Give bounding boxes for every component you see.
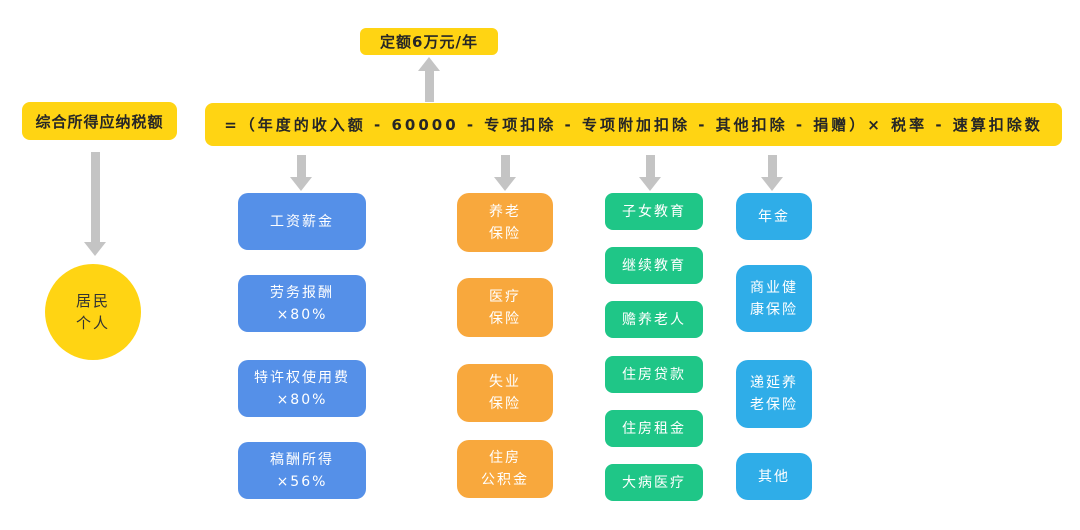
box-elderly-support: 赡养老人 bbox=[605, 301, 703, 338]
box-labor-remuneration: 劳务报酬 ×80% bbox=[238, 275, 366, 332]
box-wages-salary: 工资薪金 bbox=[238, 193, 366, 250]
quota-box: 定额6万元/年 bbox=[360, 28, 498, 55]
box-housing-loan: 住房贷款 bbox=[605, 356, 703, 393]
arrow-head bbox=[418, 57, 440, 71]
arrow-head bbox=[761, 177, 783, 191]
box-pension-insurance: 养老 保险 bbox=[457, 193, 553, 252]
arrow-down-icon bbox=[84, 152, 106, 256]
arrow-down-icon bbox=[494, 155, 516, 191]
arrow-up-icon bbox=[418, 57, 440, 102]
box-medical-insurance: 医疗 保险 bbox=[457, 278, 553, 337]
arrow-stem bbox=[645, 155, 655, 177]
box-annuity: 年金 bbox=[736, 193, 812, 240]
arrow-down-icon bbox=[761, 155, 783, 191]
arrow-head bbox=[494, 177, 516, 191]
box-housing-rent: 住房租金 bbox=[605, 410, 703, 447]
arrow-down-icon bbox=[290, 155, 312, 191]
tax-amount-box: 综合所得应纳税额 bbox=[22, 102, 177, 140]
arrow-stem bbox=[500, 155, 510, 177]
arrow-head bbox=[84, 242, 106, 256]
box-unemployment-insurance: 失业 保险 bbox=[457, 364, 553, 422]
box-author-remuneration: 稿酬所得 ×56% bbox=[238, 442, 366, 499]
formula-bar: =（年度的收入额 - 60000 - 专项扣除 - 专项附加扣除 - 其他扣除 … bbox=[205, 103, 1062, 146]
box-children-education: 子女教育 bbox=[605, 193, 703, 230]
box-other: 其他 bbox=[736, 453, 812, 500]
resident-individual-circle: 居民 个人 bbox=[45, 264, 141, 360]
box-continuing-education: 继续教育 bbox=[605, 247, 703, 284]
box-housing-fund: 住房 公积金 bbox=[457, 440, 553, 498]
arrow-down-icon bbox=[639, 155, 661, 191]
arrow-stem bbox=[424, 71, 434, 102]
arrow-stem bbox=[90, 152, 100, 242]
box-royalty-fee: 特许权使用费 ×80% bbox=[238, 360, 366, 417]
arrow-stem bbox=[767, 155, 777, 177]
arrow-stem bbox=[296, 155, 306, 177]
arrow-head bbox=[290, 177, 312, 191]
arrow-head bbox=[639, 177, 661, 191]
box-serious-illness: 大病医疗 bbox=[605, 464, 703, 501]
box-deferred-pension-insurance: 递延养 老保险 bbox=[736, 360, 812, 428]
box-commercial-health-insurance: 商业健 康保险 bbox=[736, 265, 812, 332]
